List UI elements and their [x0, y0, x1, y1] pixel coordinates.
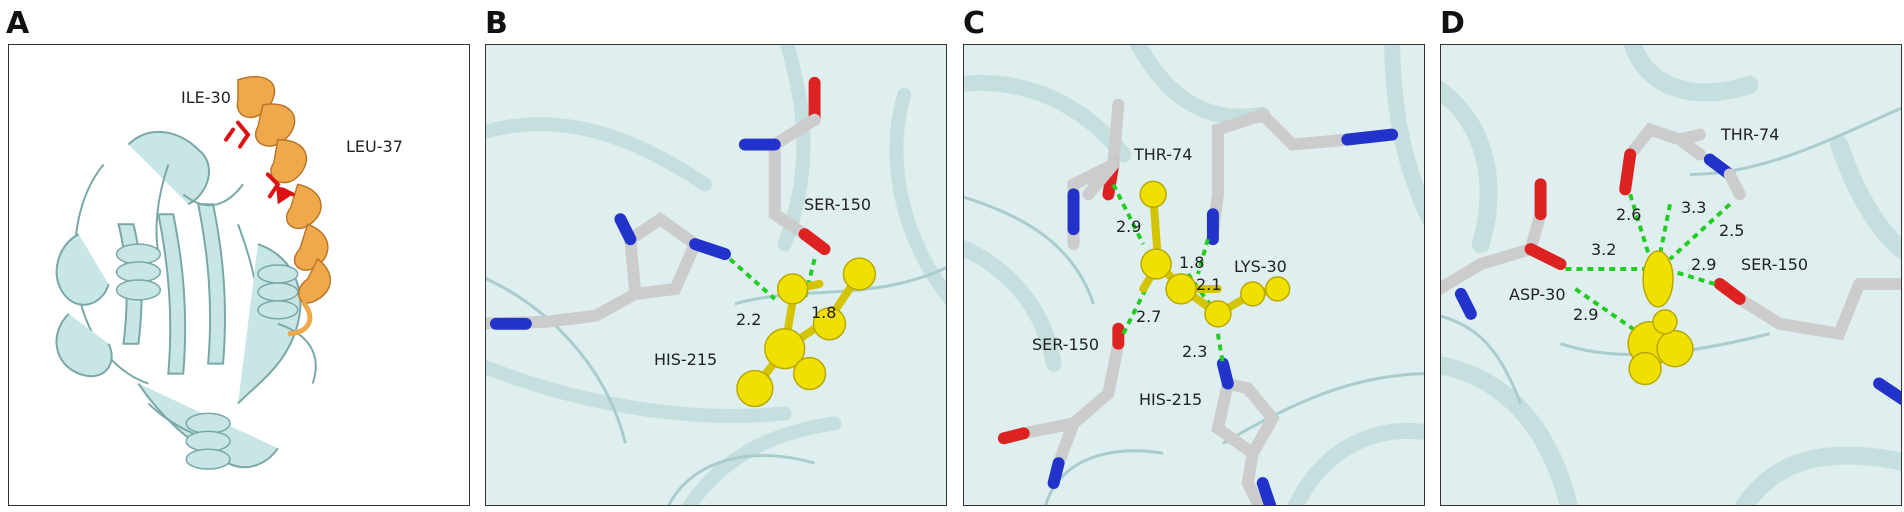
binding-site-b-figure: [486, 45, 946, 505]
panel-a: ILE-30 LEU-37: [8, 44, 470, 506]
distance-label: 2.6: [1616, 205, 1642, 224]
distance-label: 2.9: [1573, 305, 1599, 324]
residue-label-thr-74: THR-74: [1721, 125, 1780, 144]
distance-label: 2.5: [1719, 221, 1745, 240]
distance-label: 2.7: [1136, 307, 1162, 326]
residue-label-ser-150: SER-150: [1741, 255, 1809, 274]
panel-letter-a: A: [6, 6, 30, 41]
distance-label: 2.9: [1691, 255, 1717, 274]
distance-label: 2.1: [1196, 275, 1222, 294]
protein-overview-figure: [55, 75, 332, 470]
residue-label-ile-30: ILE-30: [181, 88, 231, 107]
residue-label-his-215: HIS-215: [1139, 390, 1203, 409]
residue-label-leu-37: LEU-37: [346, 137, 403, 156]
distance-label: 3.2: [1591, 240, 1617, 259]
distance-label: 1.8: [1179, 253, 1205, 272]
binding-site-c-figure: [964, 45, 1424, 505]
residue-label-asp-30: ASP-30: [1509, 285, 1566, 304]
residue-label-his-215: HIS-215: [654, 350, 718, 369]
residue-label-thr-74: THR-74: [1134, 145, 1193, 164]
distance-label: 3.3: [1681, 198, 1707, 217]
residue-label-lys-30: LYS-30: [1234, 257, 1287, 276]
distance-label: 2.2: [736, 310, 762, 329]
panel-b: SER-150 HIS-215 2.2 1.8: [485, 44, 947, 506]
residue-label-ser-150: SER-150: [1032, 335, 1100, 354]
panel-c: THR-74 LYS-30 SER-150 HIS-215 2.9 1.8 2.…: [963, 44, 1425, 506]
panel-letter-b: B: [485, 6, 508, 41]
panel-d: THR-74 ASP-30 SER-150 2.6 3.3 2.5 3.2 2.…: [1440, 44, 1902, 506]
panel-letter-d: D: [1440, 6, 1465, 41]
distance-label: 2.9: [1116, 217, 1142, 236]
binding-site-d-figure: [1441, 45, 1901, 505]
distance-label: 2.3: [1182, 342, 1208, 361]
distance-label: 1.8: [811, 303, 837, 322]
residue-label-ser-150: SER-150: [804, 195, 872, 214]
panel-letter-c: C: [963, 6, 986, 41]
